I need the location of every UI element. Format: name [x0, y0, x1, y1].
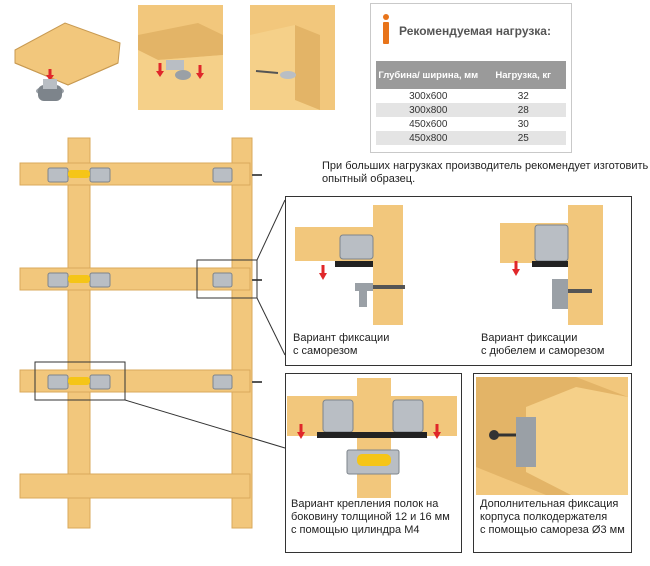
- detail-screw-illustration: [295, 205, 405, 325]
- top-illustration-1: [14, 22, 121, 101]
- column-header-size: Глубина/ ширина, мм: [376, 61, 481, 89]
- table-cell-size: 450x800: [376, 131, 481, 145]
- table-row: 300x600 32: [376, 89, 566, 103]
- detail-dowel-illustration: [500, 205, 603, 325]
- load-table: Глубина/ ширина, мм Нагрузка, кг 300x600…: [376, 61, 566, 145]
- column-header-load: Нагрузка, кг: [480, 61, 566, 89]
- table-cell-size: 450x600: [409, 118, 448, 130]
- extra-caption-line-2: корпуса полкодержателя: [480, 511, 608, 523]
- extra-caption-line-1: Дополнительная фиксация: [480, 498, 619, 510]
- extra-caption: Дополнительная фиксация корпуса полкодер…: [480, 498, 625, 537]
- cylinder-caption: Вариант крепления полок на боковину толщ…: [291, 498, 450, 537]
- cylinder-caption-line-2: боковину толщиной 12 и 16 мм: [291, 511, 450, 523]
- extra-caption-line-3: с помощью самореза Ø3 мм: [480, 524, 625, 536]
- load-note: При больших нагрузках производитель реко…: [322, 160, 649, 185]
- table-cell-load: 28: [480, 103, 566, 117]
- dowel-caption: Вариант фиксации с дюбелем и саморезом: [481, 332, 604, 358]
- table-cell-load: 32: [517, 90, 529, 102]
- table-row: 300x800 28: [376, 103, 566, 117]
- cylinder-caption-line-1: Вариант крепления полок на: [291, 498, 439, 510]
- table-row: 450x800 25: [376, 131, 566, 145]
- detail-cylinder-illustration: [287, 378, 457, 498]
- cylinder-caption-line-3: с помощью цилиндра М4: [291, 524, 420, 536]
- detail-extra-illustration: [476, 377, 628, 495]
- top-illustration-2: [138, 5, 223, 110]
- dowel-caption-line-2: с дюбелем и саморезом: [481, 345, 605, 357]
- shelving-diagram: [19, 137, 286, 529]
- table-row: 450x600 30: [376, 117, 566, 131]
- dowel-caption-line-1: Вариант фиксации: [481, 332, 578, 344]
- screw-caption-line-2: с саморезом: [293, 345, 358, 357]
- table-cell-size: 300x600: [409, 90, 448, 102]
- load-table-panel: Рекомендуемая нагрузка: Глубина/ ширина,…: [370, 3, 572, 153]
- screw-caption: Вариант фиксации с саморезом: [293, 332, 389, 358]
- table-cell-load: 30: [517, 118, 529, 130]
- table-cell-size: 300x800: [376, 103, 481, 117]
- table-header-row: Глубина/ ширина, мм Нагрузка, кг: [376, 61, 566, 89]
- table-cell-load: 25: [480, 131, 566, 145]
- info-icon: [381, 14, 391, 44]
- load-table-title: Рекомендуемая нагрузка:: [399, 24, 551, 38]
- top-illustration-3: [250, 5, 335, 110]
- screw-caption-line-1: Вариант фиксации: [293, 332, 390, 344]
